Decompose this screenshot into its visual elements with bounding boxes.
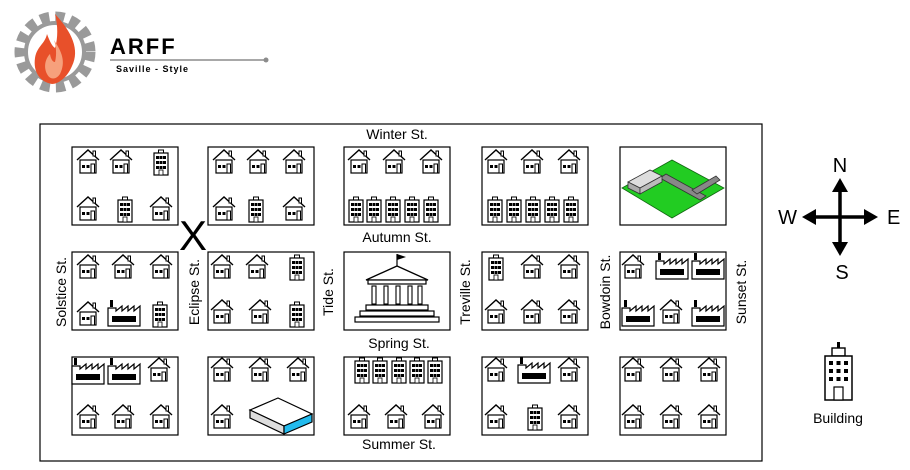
apartment-icon <box>348 196 364 223</box>
street-label-summer: Summer St. <box>362 436 436 452</box>
street-label-treville: Treville St. <box>457 259 473 325</box>
apartment-icon <box>506 196 522 223</box>
street-label-bowdoin: Bowdoin St. <box>597 255 613 330</box>
street-label-eclipse: Eclipse St. <box>186 259 202 325</box>
apartment-icon <box>423 196 439 223</box>
block-r2c4 <box>481 251 589 331</box>
apartment-icon <box>248 196 264 223</box>
arrow-left-icon <box>802 209 816 225</box>
apartment-icon <box>152 301 168 328</box>
terminal-icon <box>627 169 663 195</box>
apartment-icon <box>525 196 541 223</box>
block-r1c4 <box>481 146 589 226</box>
block-r3c2 <box>207 356 315 436</box>
block-r1c3 <box>343 146 451 226</box>
compass-rose: N S E W <box>778 155 900 284</box>
street-label-solstice: Solstice St. <box>53 257 69 327</box>
block-r2c5 <box>619 251 727 331</box>
block-r2c1 <box>71 251 179 331</box>
apartment-icon <box>427 357 443 384</box>
apartment-icon <box>117 196 133 223</box>
legend-building-label: Building <box>813 410 863 426</box>
block-r1c5-airport <box>619 146 727 226</box>
building-icon <box>824 341 853 401</box>
apartment-icon <box>404 196 420 223</box>
apartment-icon <box>391 357 407 384</box>
brand-tagline: Saville - Style <box>116 64 189 74</box>
apartment-icon <box>527 404 543 431</box>
street-label-autumn: Autumn St. <box>362 229 431 245</box>
block-r3c1 <box>71 356 179 436</box>
apartment-icon <box>289 301 305 328</box>
legend: Building <box>813 341 863 426</box>
apartment-icon <box>385 196 401 223</box>
block-r3c4 <box>481 356 589 436</box>
apartment-icon <box>153 149 169 176</box>
apartment-icon <box>372 357 388 384</box>
brand-name: ARFF <box>110 34 177 59</box>
x-marker: X <box>179 212 207 259</box>
logo-divider-dot <box>263 57 269 63</box>
block-r3c3 <box>343 356 451 436</box>
compass-east: E <box>887 207 900 229</box>
block-r3c5 <box>619 356 727 436</box>
street-label-spring: Spring St. <box>368 335 429 351</box>
warehouse-icon <box>248 397 314 435</box>
arrow-down-icon <box>832 242 848 256</box>
compass-west: W <box>778 207 797 229</box>
arff-logo: ARFF Saville - Style <box>14 11 269 93</box>
apartment-icon <box>563 196 579 223</box>
compass-south: S <box>835 262 848 284</box>
street-label-tide: Tide St. <box>320 268 336 316</box>
arrow-up-icon <box>832 178 848 192</box>
apartment-icon <box>366 196 382 223</box>
apartment-icon <box>289 254 305 281</box>
runway-icon <box>659 173 707 201</box>
block-r1c2 <box>207 146 315 226</box>
apartment-icon <box>544 196 560 223</box>
apartment-icon <box>354 357 370 384</box>
block-r1c1 <box>71 146 179 226</box>
compass-north: N <box>833 155 847 177</box>
block-r2c2 <box>207 251 315 331</box>
flame-icon <box>34 14 76 84</box>
street-label-winter: Winter St. <box>366 126 427 142</box>
arrow-right-icon <box>864 209 878 225</box>
apartment-icon <box>409 357 425 384</box>
taxiway-icon <box>691 175 721 195</box>
apartment-icon <box>488 254 504 281</box>
government-building-icon <box>354 254 440 323</box>
incident-marker: X <box>179 212 207 259</box>
street-label-sunset: Sunset St. <box>733 260 749 325</box>
block-r2c3-city-hall <box>343 251 451 331</box>
apartment-icon <box>487 196 503 223</box>
map-border <box>39 123 763 462</box>
